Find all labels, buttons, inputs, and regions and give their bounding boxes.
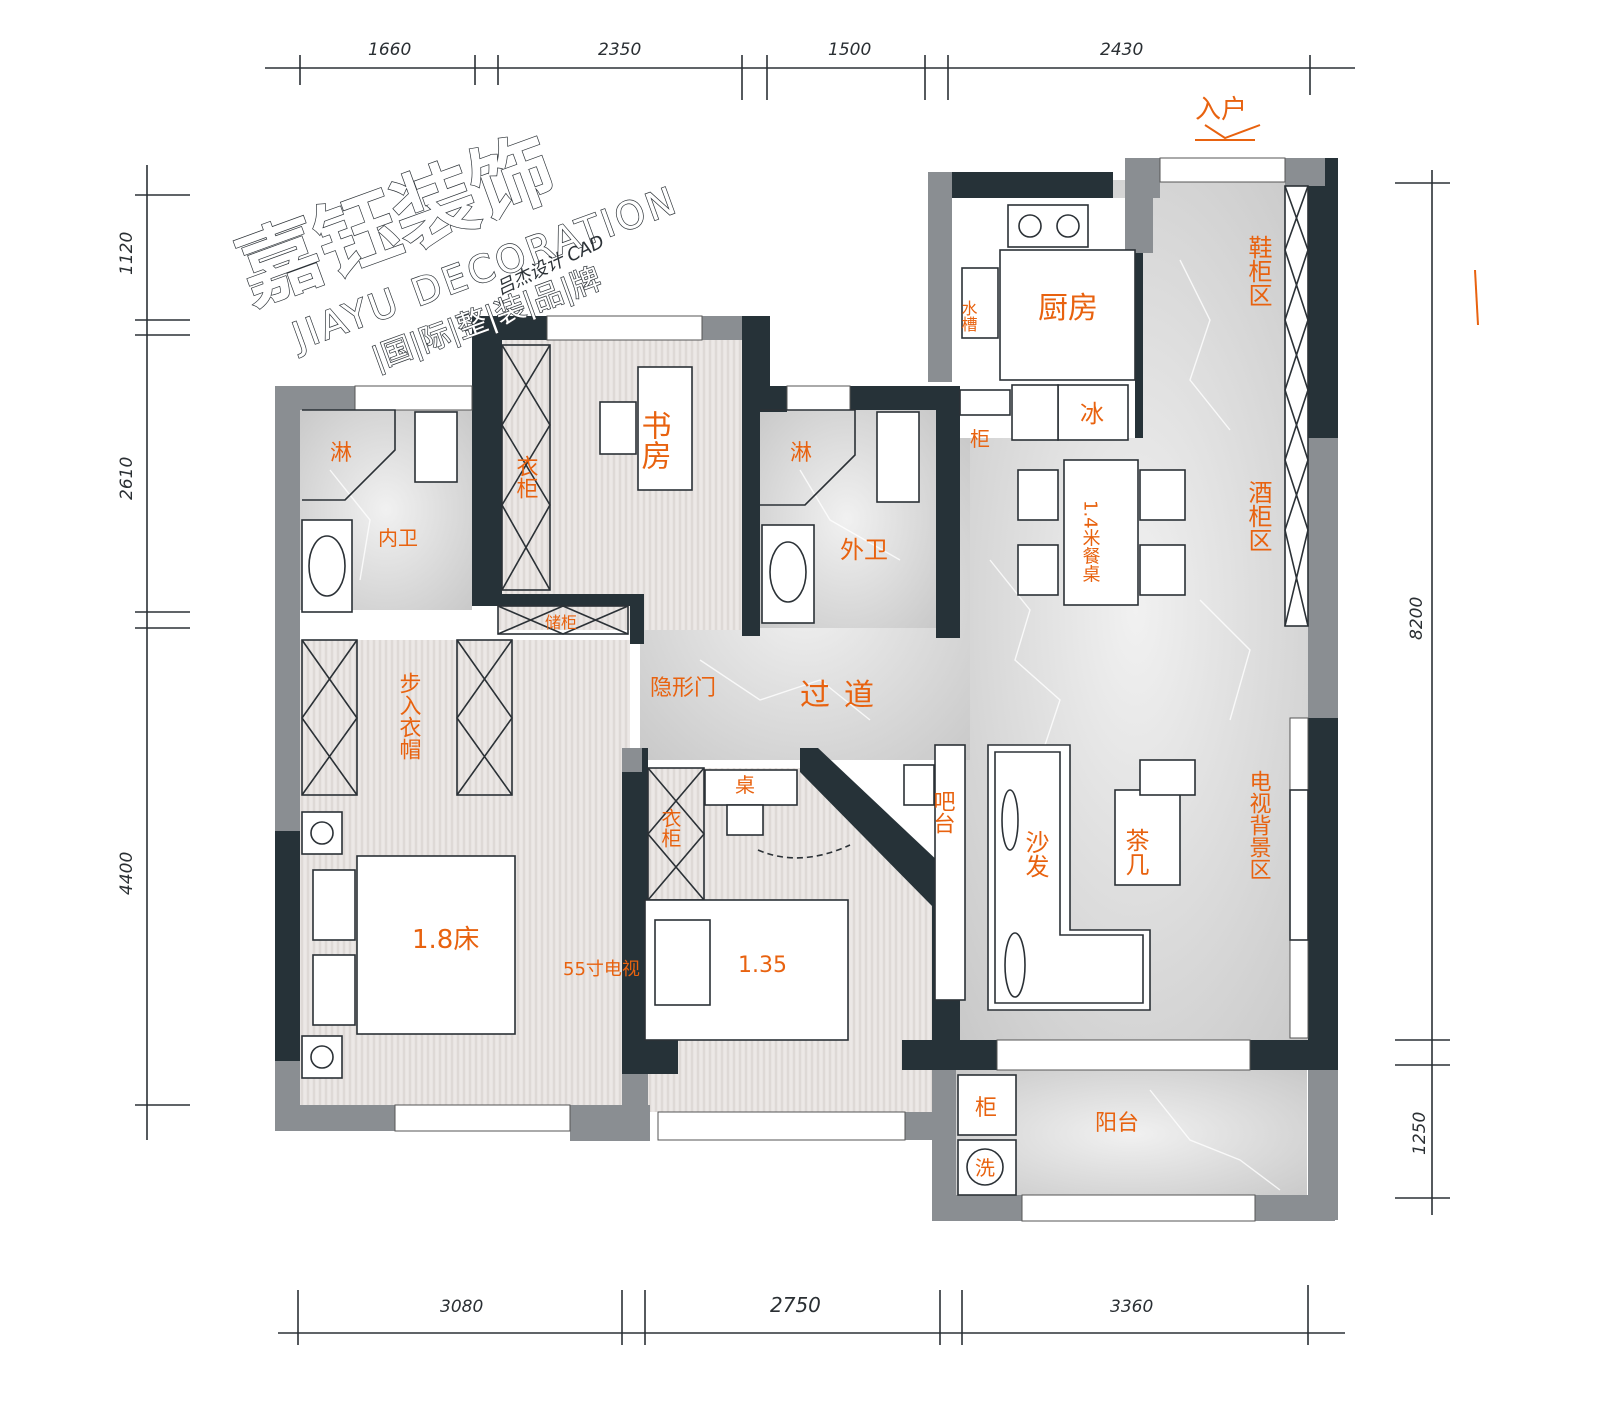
dimension-lines	[135, 55, 1479, 1345]
label-shoe-cabinet: 鞋柜区	[1244, 235, 1272, 307]
label-bar: 吧台	[930, 790, 955, 834]
dim-bottom-2: 2750	[770, 1293, 821, 1317]
label-corridor: 过道	[800, 678, 888, 713]
furniture	[301, 185, 1309, 1196]
label-study: 书房	[636, 410, 672, 470]
dim-top-4: 2430	[1100, 40, 1143, 60]
label-study-wardrobe: 衣柜	[513, 455, 539, 499]
dim-right-2: 1250	[1410, 1112, 1430, 1155]
label-coffee-table: 茶几	[1121, 828, 1149, 876]
second-desk	[704, 769, 798, 806]
label-corridor-cabinet: 储柜	[545, 613, 577, 632]
dim-bottom-3: 3360	[1110, 1297, 1153, 1317]
dim-left-3: 4400	[117, 852, 137, 895]
label-balcony-cabinet: 柜	[975, 1096, 997, 1121]
label-tv-wall: 电视背景区	[1246, 770, 1272, 880]
label-tv-note: 55寸电视	[563, 959, 640, 980]
room-labels: 厨房 水槽 冰 柜 鞋柜区 酒柜区 1.4米餐桌 书房 衣柜 内卫 淋 外卫 淋…	[330, 235, 1272, 1180]
dim-top-2: 2350	[598, 40, 641, 60]
label-inner-bath: 内卫	[378, 526, 418, 550]
kitchen-counter	[999, 249, 1136, 381]
label-outer-bath: 外卫	[840, 536, 888, 564]
sofa	[987, 744, 1151, 1011]
dim-top-1: 1660	[368, 40, 411, 60]
label-dining-table: 1.4米餐桌	[1080, 500, 1101, 583]
coffee-table	[1114, 789, 1181, 886]
dim-bottom-1: 3080	[440, 1297, 483, 1317]
dim-left-1: 1120	[117, 232, 137, 275]
bar-counter	[934, 744, 966, 1001]
label-balcony: 阳台	[1095, 1111, 1139, 1136]
label-walkin-closet: 步入衣帽	[396, 672, 422, 760]
stove	[1007, 204, 1089, 248]
windows	[354, 157, 1309, 1222]
study-desk	[637, 366, 693, 491]
label-sink: 水槽	[959, 300, 978, 332]
dimension-labels: 1660 2350 1500 2430 3080 2750 3360 1120 …	[117, 40, 1430, 1317]
master-bed	[356, 855, 516, 1035]
dim-top-3: 1500	[828, 40, 871, 60]
label-second-wardrobe: 衣柜	[658, 808, 682, 848]
dim-left-2: 2610	[117, 457, 137, 500]
label-sofa: 沙发	[1021, 830, 1049, 878]
label-master-bed: 1.8床	[412, 925, 479, 955]
label-fridge: 冰	[1080, 400, 1104, 428]
sink-cabinet	[961, 267, 999, 339]
label-washer: 洗	[975, 1156, 995, 1180]
study-floor	[498, 340, 744, 630]
label-outer-shower: 淋	[790, 441, 812, 466]
label-second-bed: 1.35	[738, 953, 787, 978]
entrance-label: 入户	[1195, 95, 1247, 125]
label-kitchen: 厨房	[1038, 291, 1098, 326]
dim-right-1: 8200	[1407, 597, 1427, 640]
label-second-desk: 桌	[735, 773, 755, 797]
fridge-box	[1057, 384, 1129, 441]
entrance-marker: 入户	[1195, 95, 1261, 141]
label-hidden-door: 隐形门	[650, 676, 716, 701]
label-inner-shower: 淋	[330, 441, 352, 466]
dining-table	[1063, 459, 1139, 606]
label-stove-cabinet: 柜	[970, 427, 990, 451]
walls	[275, 158, 1338, 1221]
label-wine-cabinet: 酒柜区	[1244, 480, 1272, 552]
